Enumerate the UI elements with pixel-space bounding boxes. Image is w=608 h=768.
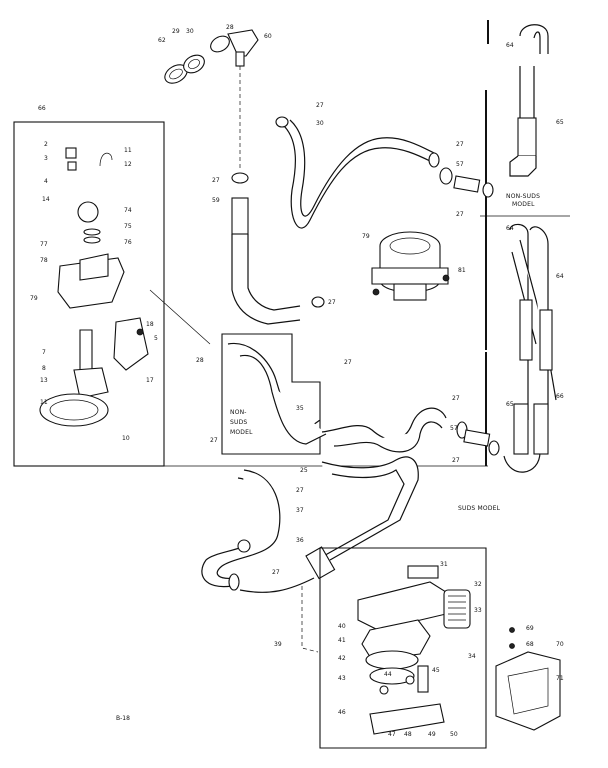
callout-12: 12 (124, 161, 132, 168)
callout-48: 48 (404, 731, 412, 738)
callout-27c: 27 (456, 141, 464, 148)
callout-27j: 27 (296, 487, 304, 494)
callout-27d: 27 (456, 211, 464, 218)
suds-model-label: SUDS MODEL (458, 505, 501, 512)
non-suds-model-label-mid: NON- (230, 409, 247, 416)
callout-11b: 11 (40, 399, 48, 406)
callout-78: 78 (40, 257, 48, 264)
callout-10: 10 (122, 435, 130, 442)
callout-29: 29 (172, 28, 180, 35)
callout-40: 40 (338, 623, 346, 630)
callout-27b: 27 (212, 177, 220, 184)
callout-47: 47 (388, 731, 396, 738)
callout-76: 76 (124, 239, 132, 246)
callout-30a: 30 (186, 28, 194, 35)
callout-79: 79 (30, 295, 38, 302)
bottom-pump-assembly (301, 547, 487, 749)
non-suds-top-hoses (439, 24, 549, 198)
callout-70: 70 (556, 641, 564, 648)
callout-64a: 64 (506, 42, 514, 49)
callout-65b: 65 (506, 401, 514, 408)
non-suds-model-label-mid-2: SUDS (230, 419, 247, 426)
callout-7: 7 (42, 349, 46, 356)
callout-36: 36 (296, 537, 304, 544)
callout-43: 43 (338, 675, 346, 682)
valve-assembly-79 (371, 231, 450, 301)
callout-27f: 27 (344, 359, 352, 366)
suds-right-hoses (456, 223, 557, 473)
middle-hoses (227, 342, 447, 580)
hose-30-left (231, 172, 325, 325)
callout-27a: 27 (316, 102, 324, 109)
callout-57a: 57 (456, 161, 464, 168)
non-suds-model-label-top-2: MODEL (512, 201, 535, 208)
callout-30b: 30 (316, 120, 324, 127)
callout-13: 13 (40, 377, 48, 384)
callout-69: 69 (526, 625, 534, 632)
callout-32: 32 (474, 581, 482, 588)
callout-11a: 11 (124, 147, 132, 154)
hose-30-upper (275, 116, 440, 229)
callout-2: 2 (44, 141, 48, 148)
callout-4: 4 (44, 178, 48, 185)
callout-64c: 64 (556, 273, 564, 280)
top-fitting-group (164, 29, 259, 170)
callout-27h: 27 (452, 457, 460, 464)
callout-45: 45 (432, 667, 440, 674)
callout-42: 42 (338, 655, 346, 662)
callout-27e: 27 (328, 299, 336, 306)
model-labels: NON-SUDS MODEL NON- SUDS MODEL SUDS MODE… (230, 193, 540, 512)
callout-14: 14 (42, 196, 50, 203)
callout-81: 81 (458, 267, 466, 274)
non-suds-inset-box (221, 333, 321, 455)
callout-75: 75 (124, 223, 132, 230)
callout-50: 50 (450, 731, 458, 738)
callout-74: 74 (124, 207, 132, 214)
callout-31: 31 (440, 561, 448, 568)
callout-57b: 57 (450, 425, 458, 432)
callout-35: 35 (296, 405, 304, 412)
callout-39: 39 (274, 641, 282, 648)
callout-46: 46 (338, 709, 346, 716)
callout-27g: 27 (452, 395, 460, 402)
callout-25: 25 (300, 467, 308, 474)
callout-71: 71 (556, 675, 564, 682)
callout-49: 49 (428, 731, 436, 738)
callout-37: 37 (296, 507, 304, 514)
pump-detail-box (13, 121, 165, 467)
callout-34: 34 (468, 653, 476, 660)
callout-77: 77 (40, 241, 48, 248)
callout-27k: 27 (272, 569, 280, 576)
callout-62: 62 (158, 37, 166, 44)
callout-64b: 64 (506, 225, 514, 232)
bracket-68-71 (495, 627, 561, 731)
callout-79b: 79 (362, 233, 370, 240)
pump-detail-parts (39, 147, 211, 427)
hose-37 (201, 469, 315, 593)
callout-28: 28 (226, 24, 234, 31)
callout-59: 59 (212, 197, 220, 204)
callout-3: 3 (44, 155, 48, 162)
callout-33: 33 (474, 607, 482, 614)
callout-5: 5 (154, 335, 158, 342)
callout-27i: 27 (210, 437, 218, 444)
callout-17: 17 (146, 377, 154, 384)
non-suds-model-label-mid-3: MODEL (230, 429, 253, 436)
callout-60: 60 (264, 33, 272, 40)
non-suds-model-label-top: NON-SUDS (506, 193, 540, 200)
callout-labels: 62 29 30 28 60 27 30 27 59 64 65 27 57 2… (30, 24, 564, 738)
footer-code: B-18 (116, 715, 130, 722)
callout-28b: 28 (196, 357, 204, 364)
callout-66b: 66 (556, 393, 564, 400)
callout-18: 18 (146, 321, 154, 328)
callout-68: 68 (526, 641, 534, 648)
callout-66: 66 (38, 105, 46, 112)
callout-41: 41 (338, 637, 346, 644)
callout-8: 8 (42, 365, 46, 372)
callout-65a: 65 (556, 119, 564, 126)
callout-44: 44 (384, 671, 392, 678)
